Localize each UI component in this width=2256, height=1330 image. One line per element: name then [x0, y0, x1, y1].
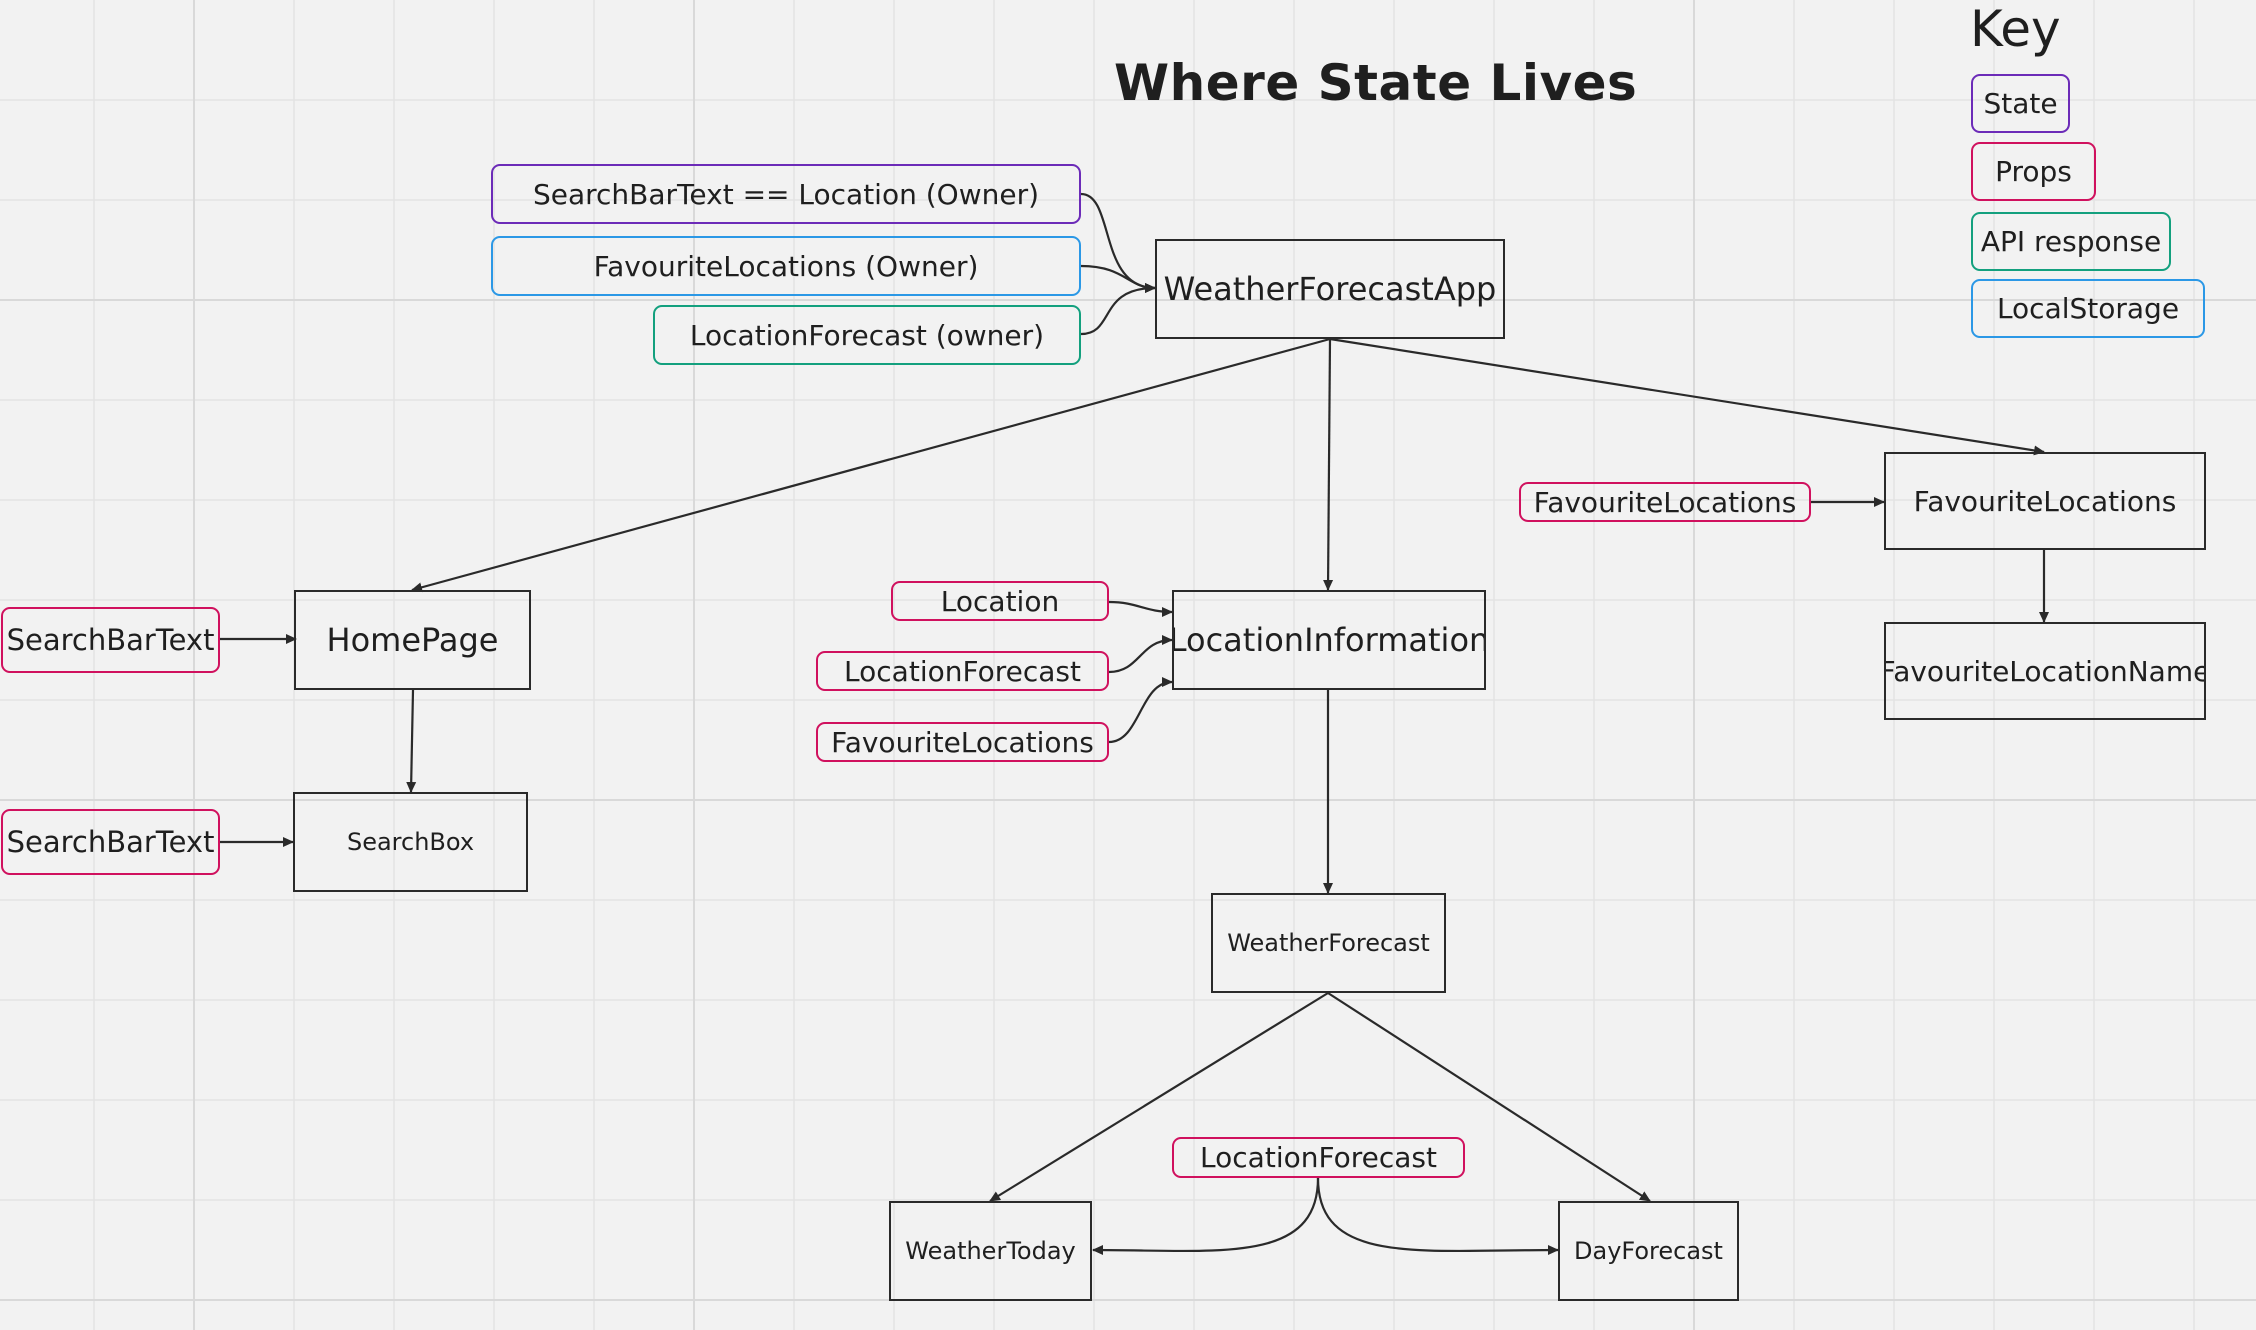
- component-weather-forecast: WeatherForecast: [1211, 893, 1446, 993]
- component-favourite-location-name: FavouriteLocationName: [1884, 622, 2206, 720]
- props-weather-forecast-children: LocationForecast: [1172, 1137, 1465, 1178]
- key-item-state: State: [1971, 74, 2070, 133]
- component-location-information: LocationInformation: [1172, 590, 1486, 690]
- state-searchbartext-location: SearchBarText == Location (Owner): [491, 164, 1081, 224]
- component-favourite-locations: FavouriteLocations: [1884, 452, 2206, 550]
- props-searchbox-searchbartext: SearchBarText: [1, 809, 220, 875]
- component-day-forecast: DayForecast: [1558, 1201, 1739, 1301]
- component-home-page: HomePage: [294, 590, 531, 690]
- state-favourite-locations: FavouriteLocations (Owner): [491, 236, 1081, 296]
- key-item-api-response: API response: [1971, 212, 2171, 271]
- component-weather-forecast-app: WeatherForecastApp: [1155, 239, 1505, 339]
- component-search-box: SearchBox: [293, 792, 528, 892]
- key-item-local-storage: LocalStorage: [1971, 279, 2205, 338]
- props-location-forecast: LocationForecast: [816, 651, 1109, 691]
- props-favourites-box: FavouriteLocations: [1519, 482, 1811, 522]
- diagram-title: Where State Lives: [1114, 54, 1638, 112]
- props-homepage-searchbartext: SearchBarText: [1, 607, 220, 673]
- key-heading: Key: [1970, 0, 2061, 58]
- props-location: Location: [891, 581, 1109, 621]
- component-weather-today: WeatherToday: [889, 1201, 1092, 1301]
- props-favourite-locations: FavouriteLocations: [816, 722, 1109, 762]
- state-location-forecast: LocationForecast (owner): [653, 305, 1081, 365]
- key-item-props: Props: [1971, 142, 2096, 201]
